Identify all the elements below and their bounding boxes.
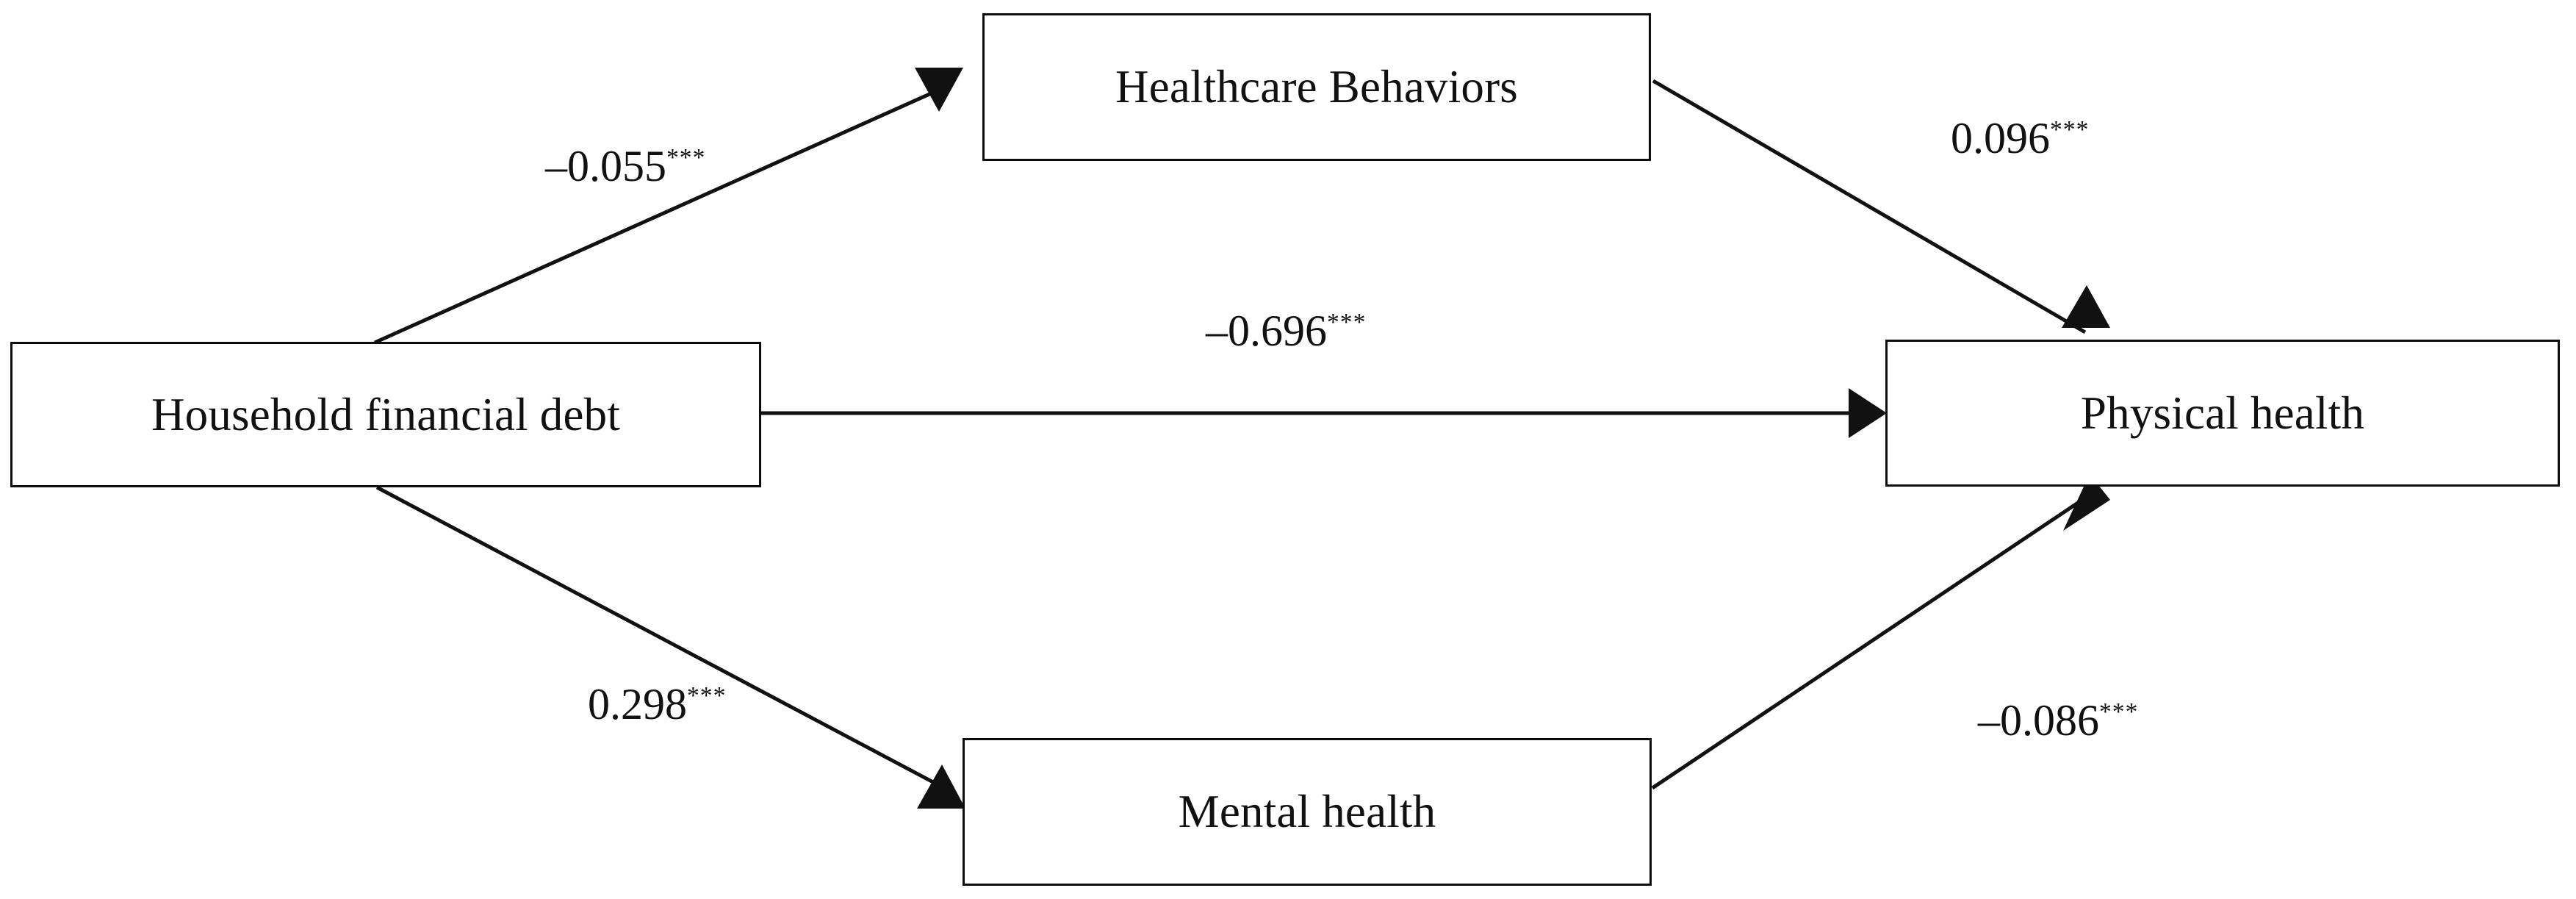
significance-stars: *** [1327,309,1367,336]
edge-label-mental-to-physical: –0.086*** [1978,698,2138,742]
coefficient-value: –0.086 [1978,696,2099,745]
coefficient-value: 0.096 [1951,114,2050,162]
node-label: Healthcare Behaviors [1115,61,1518,112]
node-label: Mental health [1178,786,1436,837]
coefficient-value: 0.298 [588,680,687,728]
edge-label-debt-to-physical: –0.696*** [1206,309,1366,353]
edge-healthcare-to-physical [1652,79,2110,334]
edge-debt-to-physical [761,388,1887,438]
node-mental-health[interactable]: Mental health [963,738,1652,886]
edge-label-debt-to-healthcare: –0.055*** [545,144,705,188]
node-physical-health[interactable]: Physical health [1885,340,2560,487]
node-healthcare-behaviors[interactable]: Healthcare Behaviors [982,13,1651,161]
significance-stars: *** [2099,698,2139,726]
coefficient-value: –0.696 [1206,307,1327,355]
edge-debt-to-healthcare [373,68,963,345]
edge-label-debt-to-mental: 0.298*** [588,682,726,726]
edge-mental-to-physical [1651,474,2110,790]
edge-debt-to-mental [375,485,965,809]
node-household-financial-debt[interactable]: Household financial debt [10,342,761,487]
edge-label-healthcare-to-physical: 0.096*** [1951,116,2089,160]
node-label: Household financial debt [151,388,621,440]
significance-stars: *** [2050,116,2090,143]
node-label: Physical health [2080,387,2365,439]
coefficient-value: –0.055 [545,142,666,190]
significance-stars: *** [687,682,727,709]
significance-stars: *** [666,144,706,171]
